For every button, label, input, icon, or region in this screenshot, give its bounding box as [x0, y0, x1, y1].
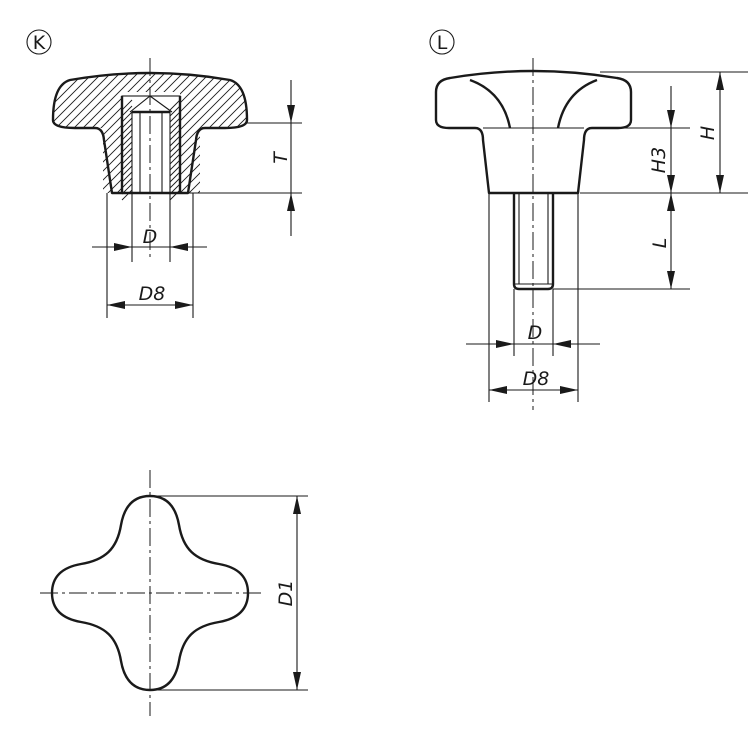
view-l-dim-l: L — [649, 193, 675, 289]
insert-hatch-line — [169, 147, 181, 159]
hatch-line — [53, 73, 98, 193]
hatch-line — [181, 73, 247, 193]
insert-hatch-line — [169, 105, 181, 117]
view-l-dim-d: D — [466, 322, 600, 348]
insert-hatch-line — [169, 123, 181, 135]
hatch-line — [326, 60, 466, 200]
hatch-line — [0, 60, 52, 200]
insert-hatch-line — [169, 159, 181, 171]
view-k-dim-d-label: D — [143, 226, 158, 248]
view-l-dim-h3-label: H3 — [648, 147, 670, 173]
hatch-line — [335, 60, 475, 200]
insert-hatch-line — [121, 153, 133, 165]
insert-hatch-line — [169, 111, 181, 123]
insert-hatch-line — [121, 177, 133, 189]
hatch-line — [235, 73, 247, 193]
view-l-head-outline — [434, 69, 633, 195]
insert-hatch-line — [121, 123, 133, 135]
insert-hatch-line — [169, 171, 181, 183]
insert-hatch-line — [169, 117, 181, 129]
hatch-line — [0, 60, 34, 200]
hatch-line — [226, 73, 247, 193]
hatch-line — [254, 60, 394, 200]
insert-hatch-line — [169, 177, 181, 189]
view-l-dim-d-label: D — [528, 322, 543, 344]
insert-hatch-line — [169, 153, 181, 165]
insert-hatch-line — [169, 165, 181, 177]
view-k-dim-t-label: T — [270, 151, 292, 164]
view-top: D1 — [40, 470, 308, 716]
insert-hatch-line — [169, 135, 181, 147]
view-k: K — [0, 29, 475, 318]
hatch-line — [53, 73, 125, 193]
insert-hatch-line — [121, 183, 133, 195]
hatch-line — [53, 73, 116, 193]
insert-hatch-line — [121, 135, 133, 147]
view-k-dim-d8-label: D8 — [139, 283, 166, 305]
hatch-line — [53, 73, 62, 193]
hatch-line — [0, 60, 25, 200]
view-l-stud — [512, 193, 555, 291]
insert-hatch-line — [121, 165, 133, 177]
view-top-dim-d1-label: D1 — [275, 580, 297, 607]
hatch-line — [53, 73, 107, 193]
hatch-line — [190, 73, 247, 193]
hatch-line — [199, 73, 247, 193]
view-top-dim-d1: D1 — [275, 496, 301, 690]
hatch-line — [299, 60, 439, 200]
insert-hatch-line — [121, 99, 133, 111]
hatch-line — [0, 60, 7, 200]
view-l-dim-h-label: H — [697, 126, 719, 140]
view-l-dim-h3: H3 — [648, 86, 675, 193]
hatch-line — [172, 73, 247, 193]
insert-hatch-line — [169, 189, 181, 201]
hatch-line — [217, 73, 247, 193]
insert-hatch-line — [121, 171, 133, 183]
view-l-dim-d8: D8 — [489, 368, 578, 394]
insert-hatch-line — [121, 159, 133, 171]
view-k-insert — [120, 95, 182, 201]
insert-hatch-line — [121, 111, 133, 123]
insert-hatch-line — [121, 189, 133, 201]
hatch-line — [0, 60, 16, 200]
hatch-line — [272, 60, 412, 200]
insert-hatch-line — [169, 141, 181, 153]
insert-hatch-line — [121, 147, 133, 159]
hatch-line — [263, 60, 403, 200]
view-l-callout: L — [429, 29, 455, 55]
view-k-callout: K — [26, 29, 52, 55]
hatch-line — [244, 73, 247, 193]
insert-hatch-line — [169, 183, 181, 195]
view-k-callout-label: K — [33, 32, 46, 54]
view-k-dim-t: T — [270, 80, 295, 236]
insert-hatch-line — [121, 105, 133, 117]
hatch-line — [53, 73, 89, 193]
hatch-line — [281, 60, 421, 200]
insert-hatch-line — [121, 117, 133, 129]
insert-hatch-line — [121, 129, 133, 141]
view-k-dim-d: D — [92, 226, 207, 251]
insert-hatch-line — [169, 129, 181, 141]
view-l-callout-label: L — [437, 32, 448, 54]
view-l: L H3 — [429, 29, 748, 410]
hatch-line — [53, 73, 71, 193]
view-k-outline — [51, 71, 249, 195]
hatch-line — [0, 60, 43, 200]
view-k-dim-d8: D8 — [107, 283, 193, 309]
hatch-line — [308, 60, 448, 200]
view-l-dim-d8-label: D8 — [523, 368, 550, 390]
insert-hatch-line — [121, 141, 133, 153]
view-l-dim-h: H — [697, 72, 724, 193]
view-l-dim-l-label: L — [649, 238, 671, 249]
hatch-line — [290, 60, 430, 200]
hatch-line — [317, 60, 457, 200]
insert-hatch-line — [169, 99, 181, 111]
